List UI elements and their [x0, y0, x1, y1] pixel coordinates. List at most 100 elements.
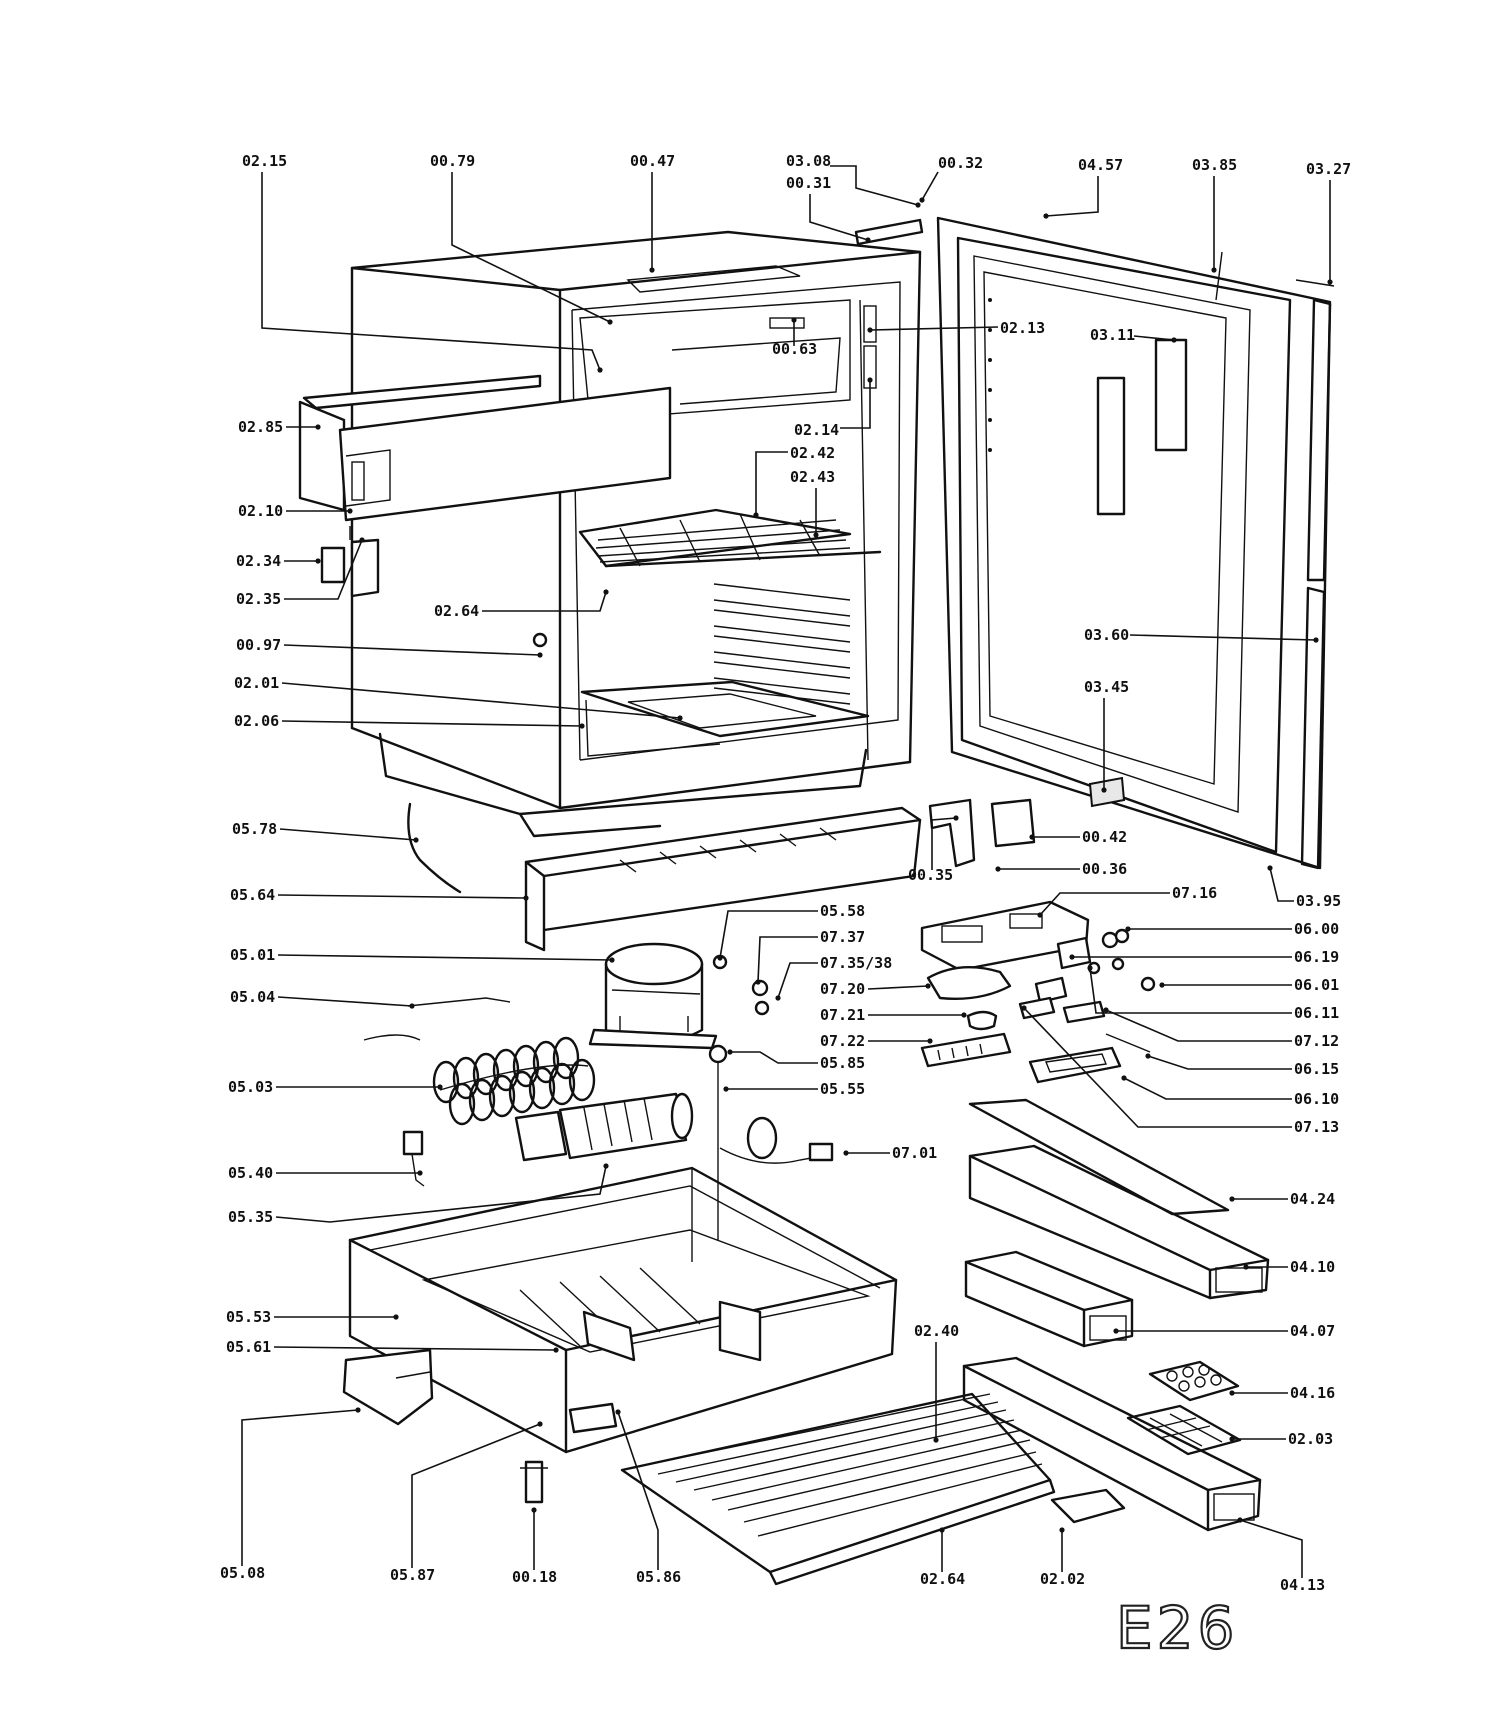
leader-line — [1133, 335, 1175, 341]
leader-endpoint — [649, 267, 655, 273]
part-number-label: 02.34 — [236, 552, 281, 570]
part-number-label: 02.64 — [920, 1570, 965, 1588]
compressor-assembly — [588, 942, 718, 1050]
leader-endpoint — [355, 1407, 361, 1413]
part-number-label: 07.35/38 — [820, 954, 892, 972]
leader-endpoint — [315, 558, 321, 564]
part-number-label: 04.07 — [1290, 1322, 1335, 1340]
leader-endpoint — [553, 1347, 559, 1353]
part-number-label: 06.10 — [1294, 1090, 1339, 1108]
leader-endpoint — [753, 512, 759, 518]
part-number-label: 00.31 — [786, 174, 831, 192]
part-number-label: 05.03 — [228, 1078, 273, 1096]
leader-endpoint — [1327, 279, 1333, 285]
leader-endpoint — [1059, 1527, 1065, 1533]
leader-endpoint — [939, 1527, 945, 1533]
leader-endpoint — [1145, 1053, 1151, 1059]
leader-endpoint — [717, 955, 723, 961]
part-number-label: 02.85 — [238, 418, 283, 436]
leader-endpoint — [1125, 926, 1131, 932]
leader-endpoint — [925, 983, 931, 989]
part-number-label: 07.21 — [820, 1006, 865, 1024]
leader-line — [1123, 1077, 1292, 1100]
kick-plate — [620, 1392, 1056, 1586]
part-number-label: 05.01 — [230, 946, 275, 964]
leader-endpoint — [933, 1437, 939, 1443]
leader-line — [840, 380, 871, 429]
leader-line — [809, 194, 869, 241]
leader-line — [719, 910, 818, 959]
leader-endpoint — [791, 317, 797, 323]
power-cord — [719, 1116, 834, 1164]
leader-endpoint — [597, 367, 603, 373]
part-number-label: 07.12 — [1294, 1032, 1339, 1050]
leader-line — [1023, 1007, 1292, 1128]
leader-line — [283, 644, 541, 656]
leader-line — [931, 817, 957, 870]
refrigerator-door — [854, 216, 1335, 870]
leader-line — [411, 1423, 541, 1568]
part-number-label: 06.15 — [1294, 1060, 1339, 1078]
leader-endpoint — [615, 1409, 621, 1415]
leader-endpoint — [537, 1421, 543, 1427]
leader-endpoint — [393, 1314, 399, 1320]
part-number-label: 00.36 — [1082, 860, 1127, 878]
leader-endpoint — [843, 1150, 849, 1156]
part-number-label: 02.35 — [236, 590, 281, 608]
leader-endpoint — [417, 1170, 423, 1176]
leader-endpoint — [1267, 865, 1273, 871]
leader-line — [275, 1165, 607, 1223]
leader-line — [1129, 634, 1317, 641]
leader-endpoint — [579, 723, 585, 729]
leader-line — [921, 171, 939, 201]
leader-line — [1039, 892, 1170, 916]
part-number-label: 05.85 — [820, 1054, 865, 1072]
leader-endpoint — [723, 1086, 729, 1092]
part-number-label: 04.13 — [1280, 1576, 1325, 1594]
part-number-label: 06.19 — [1294, 948, 1339, 966]
leader-endpoint — [961, 1012, 967, 1018]
part-number-label: 02.43 — [790, 468, 835, 486]
leader-line — [482, 591, 607, 612]
leader-line — [273, 1346, 557, 1351]
part-number-label: 02.15 — [242, 152, 287, 170]
thermostat-housing — [920, 900, 1156, 1084]
part-number-label: 05.35 — [228, 1208, 273, 1226]
leader-endpoint — [953, 815, 959, 821]
part-number-label: 03.95 — [1296, 892, 1341, 910]
leader-line — [869, 326, 999, 331]
control-panel-cover — [298, 374, 672, 522]
leader-line — [241, 1409, 359, 1566]
part-number-label: 05.58 — [820, 902, 865, 920]
leader-endpoint — [437, 1084, 443, 1090]
leader-endpoint — [537, 652, 543, 658]
part-number-label: 05.55 — [820, 1080, 865, 1098]
condenser-coil — [363, 997, 596, 1126]
leader-endpoint — [1103, 1007, 1109, 1013]
part-number-label: 04.10 — [1290, 1258, 1335, 1276]
part-number-label: 00.32 — [938, 154, 983, 172]
leader-endpoint — [609, 957, 615, 963]
part-number-label: 02.02 — [1040, 1570, 1085, 1588]
leader-endpoint — [1029, 834, 1035, 840]
part-number-label: 04.24 — [1290, 1190, 1335, 1208]
part-number-label: 03.11 — [1090, 326, 1135, 344]
part-number-label: 05.04 — [230, 988, 275, 1006]
leader-endpoint — [1113, 1328, 1119, 1334]
leader-line — [1045, 176, 1099, 217]
part-number-label: 02.40 — [914, 1322, 959, 1340]
bracket-part — [1050, 1488, 1126, 1524]
leader-line — [281, 682, 681, 719]
leader-line — [451, 172, 611, 323]
part-number-label: 00.79 — [430, 152, 475, 170]
leader-endpoint — [315, 424, 321, 430]
part-number-label: 05.53 — [226, 1308, 271, 1326]
part-number-label: 03.08 — [786, 152, 831, 170]
part-number-label: 06.11 — [1294, 1004, 1339, 1022]
leader-endpoint — [1229, 1436, 1235, 1442]
part-number-label: 07.37 — [820, 928, 865, 946]
sheet-id-stamp: E26 — [1116, 1594, 1238, 1662]
leader-endpoint — [995, 866, 1001, 872]
